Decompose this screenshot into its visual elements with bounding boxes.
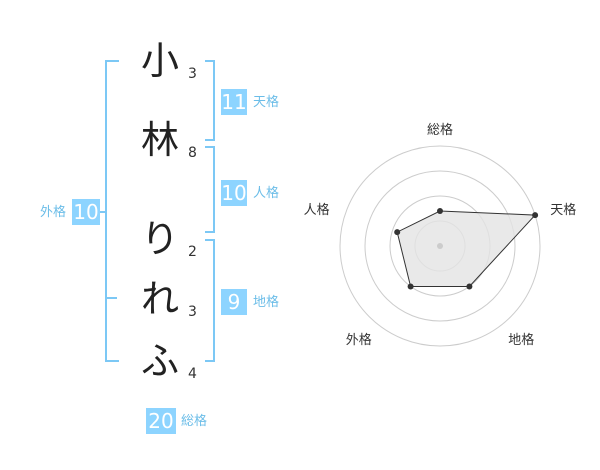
radar-area — [396, 210, 537, 287]
stroke-count-3: 2 — [188, 244, 197, 260]
inner-split-tick — [107, 297, 117, 299]
gaikaku-label: 外格 — [40, 205, 67, 220]
radar-axis-label-3: 地格 — [508, 332, 534, 348]
name-char-5: ふ — [140, 339, 179, 383]
stroke-count-2: 8 — [188, 145, 197, 161]
tenkaku-bracket — [205, 60, 215, 141]
gaikaku-bracket — [105, 60, 119, 362]
soukaku-label: 総格 — [181, 414, 208, 429]
radar-axis-label-1: 総格 — [427, 122, 453, 138]
jinkaku-bracket — [205, 146, 215, 233]
name-char-1: 小 — [140, 39, 179, 83]
radar-point-1 — [437, 208, 443, 214]
radar-center-point — [437, 243, 443, 249]
radar-point-3 — [466, 283, 473, 290]
name-char-3: り — [140, 217, 179, 261]
radar-ring-3 — [364, 170, 516, 322]
soukaku-value: 20 — [146, 408, 176, 434]
tenkaku-value: 11 — [221, 89, 247, 115]
name-char-2: 林 — [140, 118, 179, 162]
name-char-4: れ — [140, 277, 179, 321]
chikaku-value: 9 — [221, 289, 247, 315]
gaikaku-value: 10 — [72, 199, 100, 225]
tenkaku-label: 天格 — [253, 95, 280, 110]
chikaku-bracket — [205, 239, 215, 362]
radar-point-5 — [394, 229, 401, 236]
jinkaku-label: 人格 — [253, 186, 280, 201]
radar-point-4 — [407, 283, 414, 290]
gaikaku-tick — [95, 211, 105, 213]
stroke-count-5: 4 — [188, 366, 197, 382]
stroke-count-1: 3 — [188, 66, 197, 82]
stroke-count-4: 3 — [188, 304, 197, 320]
radar-point-2 — [532, 212, 539, 219]
chikaku-label: 地格 — [253, 295, 280, 310]
radar-axis-label-4: 外格 — [346, 332, 372, 348]
radar-ring-4 — [339, 145, 541, 347]
radar-axis-label-5: 人格 — [304, 202, 330, 218]
jinkaku-value: 10 — [221, 180, 247, 206]
radar-axis-label-2: 天格 — [550, 202, 576, 218]
